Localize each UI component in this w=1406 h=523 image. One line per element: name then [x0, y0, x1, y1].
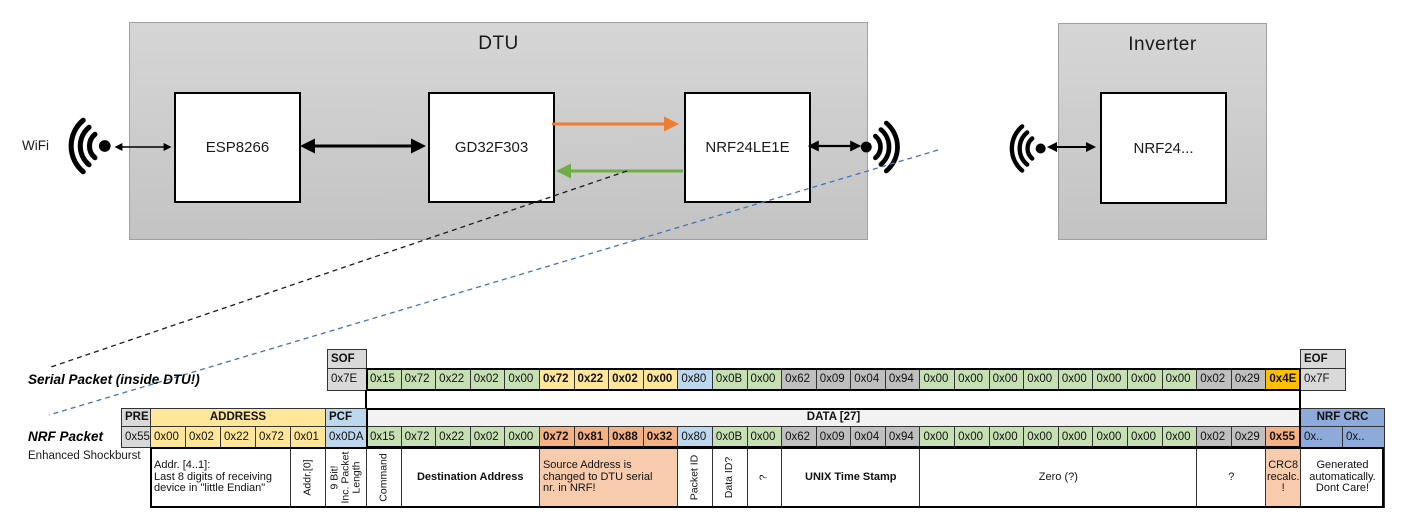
nrf-byte-cell: 0x32 [642, 426, 679, 448]
annotation-cell: CRC8 recalc. ! [1265, 447, 1301, 508]
nrf-byte-cell: 0x00 [1023, 426, 1059, 448]
serial-byte-cell: 0x00 [1161, 368, 1198, 391]
nrf-crc-value-cell: 0x.. [1342, 426, 1385, 448]
wifi-label: WiFi [22, 138, 49, 153]
chip-label-nrf24: NRF24... [1133, 139, 1194, 157]
address-header-cell: ADDRESS [150, 408, 326, 427]
serial-byte-cell: 0x00 [919, 368, 956, 391]
serial-byte-cell: 0x22 [435, 368, 471, 391]
serial-byte-cell: 0x72 [400, 368, 437, 391]
address-byte-cell: 0x02 [185, 426, 221, 448]
pre-value-cell: 0x55 [121, 426, 151, 448]
serial-byte-cell: 0x72 [538, 368, 575, 391]
pre-header-cell: PRE [121, 408, 151, 427]
serial-byte-cell: 0x00 [1092, 368, 1129, 391]
nrf-byte-cell: 0x22 [435, 426, 471, 448]
nrf-byte-cell: 0x09 [815, 426, 852, 448]
address-byte-cell: 0x00 [150, 426, 186, 448]
table-connector-line [1299, 390, 1301, 408]
annotation-cell: Zero (?) [919, 447, 1198, 508]
annotation-cell: Addr.[0] [290, 447, 326, 508]
enhanced-shockburst-label: Enhanced Shockburst [28, 450, 141, 462]
address-byte-cell: 0x01 [290, 426, 326, 448]
serial-byte-cell: 0x00 [954, 368, 990, 391]
eof-value-cell: 0x7F [1300, 368, 1346, 391]
nrf-packet-row-label: NRF Packet [28, 429, 104, 444]
annotation-cell: ? [1196, 447, 1267, 508]
nrf-byte-cell: 0x00 [1092, 426, 1129, 448]
nrf-byte-cell: 0x0B [711, 426, 748, 448]
nrf-byte-cell: 0x55 [1265, 426, 1301, 448]
annotation-cell: Command [366, 447, 402, 508]
serial-byte-cell: 0x80 [677, 368, 713, 391]
pcf-value-cell: 0x0DA [325, 426, 367, 448]
serial-byte-cell: 0x09 [815, 368, 852, 391]
eof-header-cell: EOF [1300, 349, 1346, 369]
nrf-byte-cell: 0x94 [884, 426, 921, 448]
annotation-cell: Generated automatically. Dont Care! [1300, 447, 1385, 508]
serial-byte-cell: 0x00 [746, 368, 783, 391]
annotation-cell: Source Address is changed to DTU serial … [538, 447, 679, 508]
serial-byte-cell: 0x62 [781, 368, 817, 391]
serial-byte-cell: 0x00 [642, 368, 679, 391]
serial-byte-cell: 0x00 [1057, 368, 1094, 391]
annotation-cell: 9 Bit! Inc. Packet Length [325, 447, 367, 508]
serial-byte-cell: 0x00 [1023, 368, 1059, 391]
nrf-byte-cell: 0x72 [400, 426, 437, 448]
sof-value-cell: 0x7E [327, 368, 367, 391]
serial-byte-cell: 0x29 [1230, 368, 1267, 391]
address-byte-cell: 0x72 [255, 426, 291, 448]
serial-byte-cell: 0x02 [608, 368, 644, 391]
annotation-cell: Data ID? [711, 447, 748, 508]
serial-byte-cell: 0x02 [1196, 368, 1232, 391]
serial-byte-cell: 0x0B [711, 368, 748, 391]
nrf-byte-cell: 0x00 [1057, 426, 1094, 448]
pcf-header-cell: PCF [325, 408, 367, 427]
serial-byte-cell: 0x22 [573, 368, 610, 391]
nrf-byte-cell: 0x80 [677, 426, 713, 448]
nrf-crc-value-cell: 0x.. [1300, 426, 1343, 448]
serial-byte-cell: 0x00 [1127, 368, 1163, 391]
nrf-crc-header-cell: NRF CRC [1300, 408, 1385, 427]
serial-byte-cell: 0x00 [988, 368, 1025, 391]
serial-byte-cell: 0x00 [504, 368, 540, 391]
nrf-byte-cell: 0x29 [1230, 426, 1267, 448]
annotation-cell: ? [746, 447, 783, 508]
nrf-byte-cell: 0x81 [573, 426, 610, 448]
annotation-cell: Packet ID [677, 447, 713, 508]
nrf-byte-cell: 0x02 [1196, 426, 1232, 448]
annotation-cell: Addr. [4..1]: Last 8 digits of receiving… [150, 447, 291, 508]
dtu-title: DTU [478, 33, 519, 54]
table-connector-line [365, 390, 367, 408]
annotation-cell: Destination Address [400, 447, 540, 508]
nrf-byte-cell: 0x00 [504, 426, 540, 448]
annotation-cell: UNIX Time Stamp [781, 447, 921, 508]
nrf-byte-cell: 0x00 [954, 426, 990, 448]
nrf-byte-cell: 0x00 [919, 426, 956, 448]
address-byte-cell: 0x22 [220, 426, 256, 448]
nrf-byte-cell: 0x02 [469, 426, 506, 448]
nrf-byte-cell: 0x15 [366, 426, 402, 448]
serial-byte-cell: 0x02 [469, 368, 506, 391]
nrf-byte-cell: 0x00 [988, 426, 1025, 448]
nrf-byte-cell: 0x00 [746, 426, 783, 448]
serial-byte-cell: 0x94 [884, 368, 921, 391]
serial-byte-cell: 0x04 [850, 368, 886, 391]
nrf-byte-cell: 0x62 [781, 426, 817, 448]
nrf-byte-cell: 0x00 [1127, 426, 1163, 448]
serial-byte-cell: 0x4E [1265, 368, 1301, 391]
serial-byte-cell: 0x15 [366, 368, 402, 391]
nrf-byte-cell: 0x04 [850, 426, 886, 448]
data-header-cell: DATA [27] [366, 408, 1301, 427]
nrf-byte-cell: 0x88 [608, 426, 644, 448]
serial-packet-row-label: Serial Packet (inside DTU!) [28, 372, 200, 387]
nrf-byte-cell: 0x00 [1161, 426, 1198, 448]
nrf-byte-cell: 0x72 [538, 426, 575, 448]
sof-header-cell: SOF [327, 349, 367, 369]
inverter-title: Inverter [1128, 34, 1197, 55]
chip-box-nrf24: NRF24... [1100, 92, 1227, 204]
